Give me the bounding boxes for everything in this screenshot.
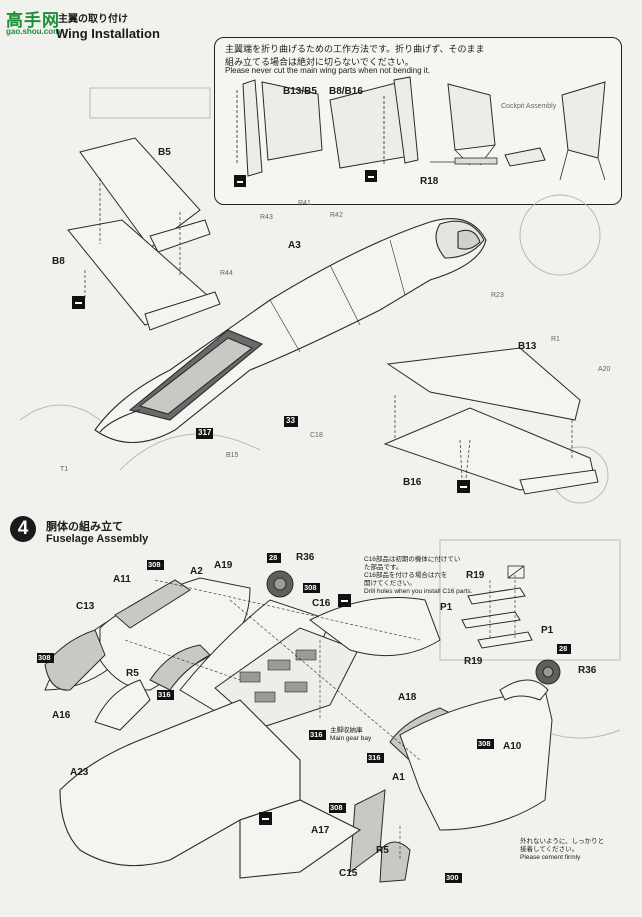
bg-c18: C18: [310, 432, 323, 439]
label-r19-upper: R19: [466, 570, 485, 581]
label-a2: A2: [190, 566, 203, 577]
tag-317: 317: [198, 428, 212, 437]
wing-note-en: Please never cut the main wing parts whe…: [225, 66, 431, 75]
tag-308-b: 308: [38, 653, 51, 662]
cement-note-jp-1: 外れないように、しっかりと: [520, 838, 605, 845]
label-r18: R18: [420, 176, 439, 187]
bg-r1: R1: [551, 336, 560, 343]
bg-r23: R23: [491, 292, 504, 299]
tag-316-b: 316: [310, 730, 323, 739]
tag-308-e: 308: [330, 803, 343, 812]
label-r36-left: R36: [296, 552, 315, 563]
tag-316-c: 316: [368, 753, 381, 762]
label-p1-upper: P1: [440, 602, 453, 613]
label-c15: C15: [339, 868, 358, 879]
wing-note-jp-2: 組み立てる場合は絶対に切らないでください。: [225, 57, 414, 67]
label-a1: A1: [392, 772, 405, 783]
tag-28-a: 28: [269, 553, 278, 562]
label-c13: C13: [76, 601, 95, 612]
label-a16: A16: [52, 710, 71, 721]
bg-b15: B15: [226, 452, 239, 459]
cement-note-jp-2: 接着してください。: [520, 846, 579, 853]
cement-note-en: Please cement firmly: [520, 854, 581, 861]
bg-a20: A20: [598, 366, 611, 373]
label-a19: A19: [214, 560, 233, 571]
bg-cockpit-label: Cockpit Assembly: [501, 103, 557, 110]
label-b16: B16: [403, 477, 422, 488]
label-b8-b16: B8/B16: [329, 86, 363, 97]
wing-note-jp-1: 主翼端を折り曲げるための工作方法です。折り曲げず、そのまま: [225, 44, 485, 54]
label-a3: A3: [288, 240, 301, 251]
label-a10: A10: [503, 741, 522, 752]
label-a18: A18: [398, 692, 417, 703]
label-b8: B8: [52, 256, 65, 267]
c16-note-jp-3: C16部品を付ける場合は穴を: [364, 572, 448, 579]
label-a11: A11: [113, 574, 131, 585]
bg-r41: R41: [298, 200, 311, 207]
gear-bay-jp: 主脚収納庫: [330, 727, 363, 734]
watermark-title: 高手网: [6, 11, 60, 31]
c16-note-jp-1: C16部品は初期の機体に付けてい: [364, 556, 461, 563]
section3-title-en: Wing Installation: [56, 26, 160, 41]
watermark-sub: gao.shou.com: [6, 27, 61, 36]
bg-r44: R44: [220, 270, 233, 277]
c16-note-jp-4: 開けてください。: [364, 580, 416, 587]
label-a23: A23: [70, 767, 89, 778]
tag-28-b: 28: [559, 644, 568, 653]
watermark-logo: 高手网 gao.shou.com: [2, 2, 74, 36]
tag-308-d: 308: [478, 739, 491, 748]
c16-note-en: Drill holes when you install C16 parts.: [364, 588, 473, 595]
bg-r42: R42: [330, 212, 343, 219]
label-r5-lower: R5: [376, 845, 389, 856]
label-a17: A17: [311, 825, 330, 836]
label-b5: B5: [158, 147, 171, 158]
tag-33: 33: [286, 416, 295, 425]
label-p1-lower: P1: [541, 625, 554, 636]
label-r36-right: R36: [578, 665, 597, 676]
bg-t1: T1: [60, 466, 69, 473]
label-r5-upper: R5: [126, 668, 139, 679]
tag-316-a: 316: [158, 690, 171, 699]
label-c16: C16: [312, 598, 331, 609]
bg-r43: R43: [260, 214, 273, 221]
label-r19-lower: R19: [464, 656, 483, 667]
section3-title-jp: 主翼の取り付け: [58, 14, 128, 25]
section4-title-jp: 胴体の組み立て: [46, 521, 123, 533]
section4-title-en: Fuselage Assembly: [46, 533, 149, 545]
gear-bay-en: Main gear bay: [330, 735, 372, 742]
label-b13-b5: B13/B5: [283, 86, 317, 97]
label-b13: B13: [518, 341, 537, 352]
tag-308-a: 308: [148, 560, 161, 569]
step-4-badge: 4: [10, 516, 36, 542]
tag-300: 300: [446, 873, 459, 882]
tag-308-c: 308: [304, 583, 317, 592]
c16-note-jp-2: た部品です。: [364, 564, 403, 571]
